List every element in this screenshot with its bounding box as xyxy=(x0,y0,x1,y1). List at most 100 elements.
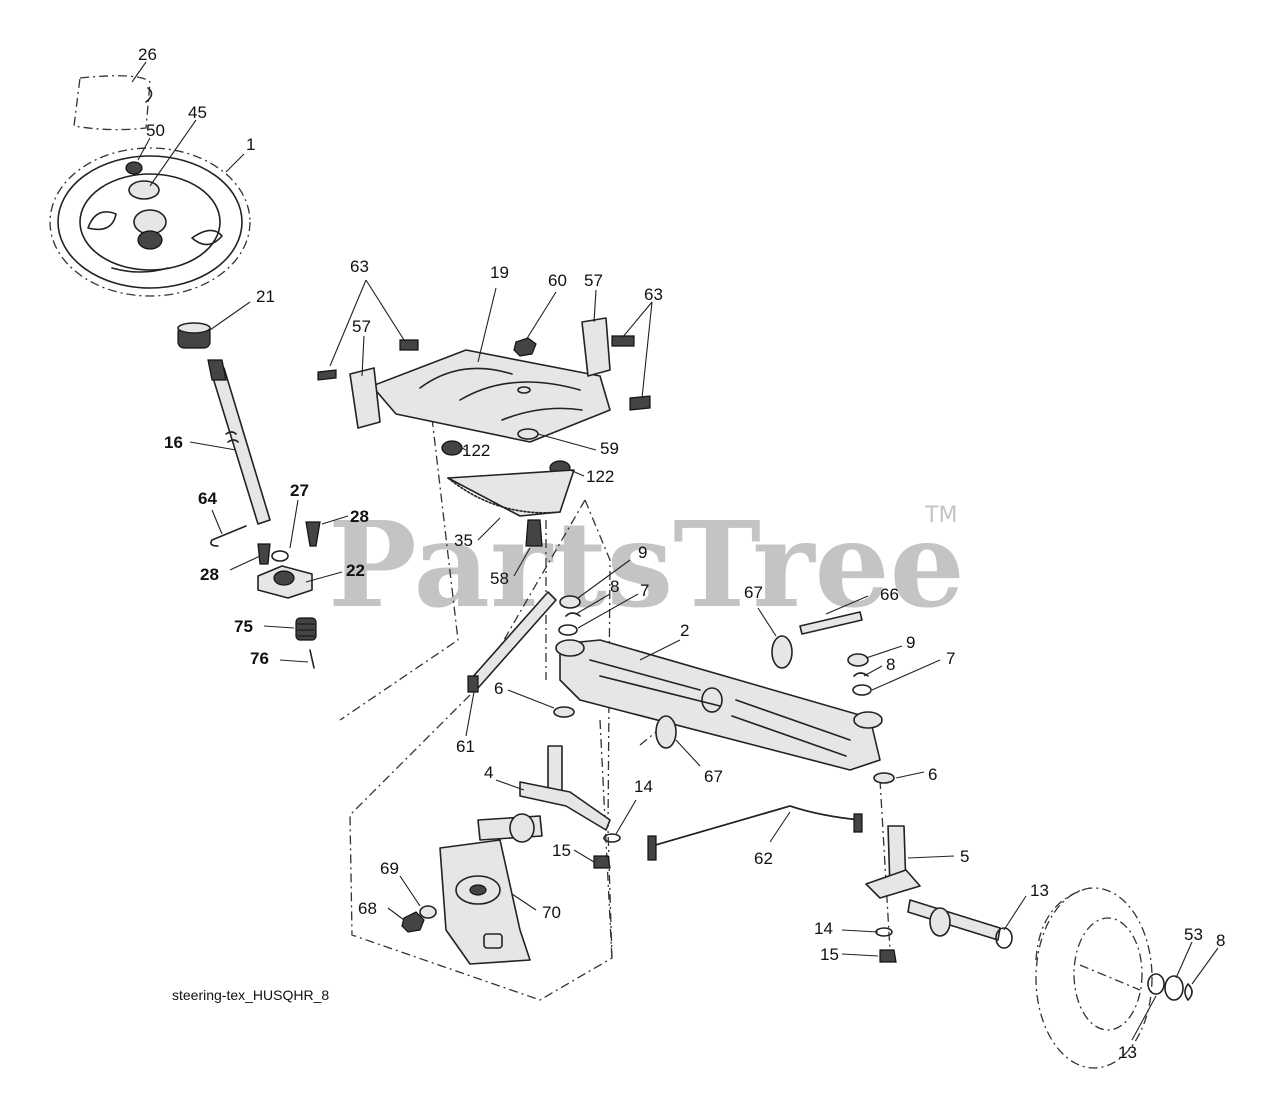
spacer-67-top xyxy=(771,635,793,669)
cap-9-right xyxy=(847,653,869,667)
bracket-57-left xyxy=(349,367,381,429)
steering-wheel xyxy=(49,147,251,297)
nut-60 xyxy=(513,337,537,357)
nut-15-right xyxy=(879,949,897,963)
callout-6: 6 xyxy=(928,765,937,784)
watermark-trademark: TM xyxy=(924,503,957,528)
callout-66: 66 xyxy=(880,585,899,604)
pin-64 xyxy=(210,525,247,547)
callout-15: 15 xyxy=(820,945,839,964)
callout-76: 76 xyxy=(250,649,269,668)
callout-122: 122 xyxy=(462,441,490,460)
callout-50: 50 xyxy=(146,121,165,140)
nut-15-left xyxy=(593,855,611,869)
washer-7-right xyxy=(852,684,872,696)
steering-plate-70 xyxy=(439,839,531,965)
front-axle-2 xyxy=(555,639,883,771)
callout-9: 9 xyxy=(638,543,647,562)
steering-support-plate-19 xyxy=(371,349,611,443)
callout-35: 35 xyxy=(454,531,473,550)
callout-21: 21 xyxy=(256,287,275,306)
steering-shaft xyxy=(207,359,271,525)
callout-8: 8 xyxy=(610,577,619,596)
nut-68 xyxy=(401,911,425,933)
callout-58: 58 xyxy=(490,569,509,588)
callout-122: 122 xyxy=(586,467,614,486)
callout-53: 53 xyxy=(1184,925,1203,944)
front-wheel xyxy=(1035,887,1153,1069)
callout-14: 14 xyxy=(634,777,653,796)
callout-59: 59 xyxy=(600,439,619,458)
watermark: PartsTree xyxy=(328,495,965,634)
flange-bearing-22 xyxy=(257,565,313,599)
nut-50 xyxy=(125,161,143,175)
bolt-58 xyxy=(525,519,543,547)
washer-14-right xyxy=(875,927,893,937)
callout-62: 62 xyxy=(754,849,773,868)
callout-28: 28 xyxy=(200,565,219,584)
screw-63-c xyxy=(611,335,635,347)
bolt-28-right xyxy=(305,521,321,547)
leader-lines xyxy=(131,61,1219,1041)
callout-60: 60 xyxy=(548,271,567,290)
callout-75: 75 xyxy=(234,617,253,636)
bolt-76 xyxy=(309,649,315,669)
washer-45 xyxy=(128,180,160,200)
spindle-4 xyxy=(477,745,611,843)
bushing-21 xyxy=(177,322,211,349)
screw-63-b xyxy=(399,339,419,351)
pinion-gear-75 xyxy=(295,617,317,641)
callout-6: 6 xyxy=(494,679,503,698)
screw-63-d xyxy=(629,395,651,411)
spacer-67-bottom xyxy=(655,715,677,749)
callout-8: 8 xyxy=(1216,931,1225,950)
drag-link-61 xyxy=(467,591,557,693)
callout-1: 1 xyxy=(246,135,255,154)
callout-19: 19 xyxy=(490,263,509,282)
callout-61: 61 xyxy=(456,737,475,756)
sector-gear-35 xyxy=(447,469,575,517)
callout-70: 70 xyxy=(542,903,561,922)
callout-4: 4 xyxy=(484,763,493,782)
spindle-5 xyxy=(865,825,1001,941)
bolt-66 xyxy=(799,611,863,635)
callout-22: 22 xyxy=(346,561,365,580)
washer-6-right xyxy=(873,772,895,784)
callout-8: 8 xyxy=(886,655,895,674)
ring-8-wheel xyxy=(1184,983,1193,1001)
washer-13-outer xyxy=(1147,973,1165,995)
bolt-28-left xyxy=(257,543,271,565)
callout-28: 28 xyxy=(350,507,369,526)
callout-67: 67 xyxy=(744,583,763,602)
callout-2: 2 xyxy=(680,621,689,640)
callout-63: 63 xyxy=(644,285,663,304)
callout-13: 13 xyxy=(1030,881,1049,900)
callout-7: 7 xyxy=(946,649,955,668)
washer-69 xyxy=(419,905,437,919)
washer-7-left xyxy=(558,624,578,636)
washer-13-inner xyxy=(995,927,1013,949)
callout-57: 57 xyxy=(584,271,603,290)
callout-16: 16 xyxy=(164,433,183,452)
callout-9: 9 xyxy=(906,633,915,652)
callout-67: 67 xyxy=(704,767,723,786)
callout-13: 13 xyxy=(1118,1043,1137,1062)
screw-63-a xyxy=(317,369,337,381)
callout-69: 69 xyxy=(380,859,399,878)
callout-45: 45 xyxy=(188,103,207,122)
bracket-57-right xyxy=(581,317,611,377)
callout-27: 27 xyxy=(290,481,309,500)
nut-122-left xyxy=(441,440,463,456)
callout-7: 7 xyxy=(640,581,649,600)
cap-9-left xyxy=(559,595,581,609)
washer-6-left xyxy=(553,706,575,718)
washer-27 xyxy=(271,550,289,562)
callout-26: 26 xyxy=(138,45,157,64)
callout-5: 5 xyxy=(960,847,969,866)
callout-14: 14 xyxy=(814,919,833,938)
callout-15: 15 xyxy=(552,841,571,860)
washer-53 xyxy=(1164,975,1184,1001)
ring-8-left xyxy=(565,612,581,617)
